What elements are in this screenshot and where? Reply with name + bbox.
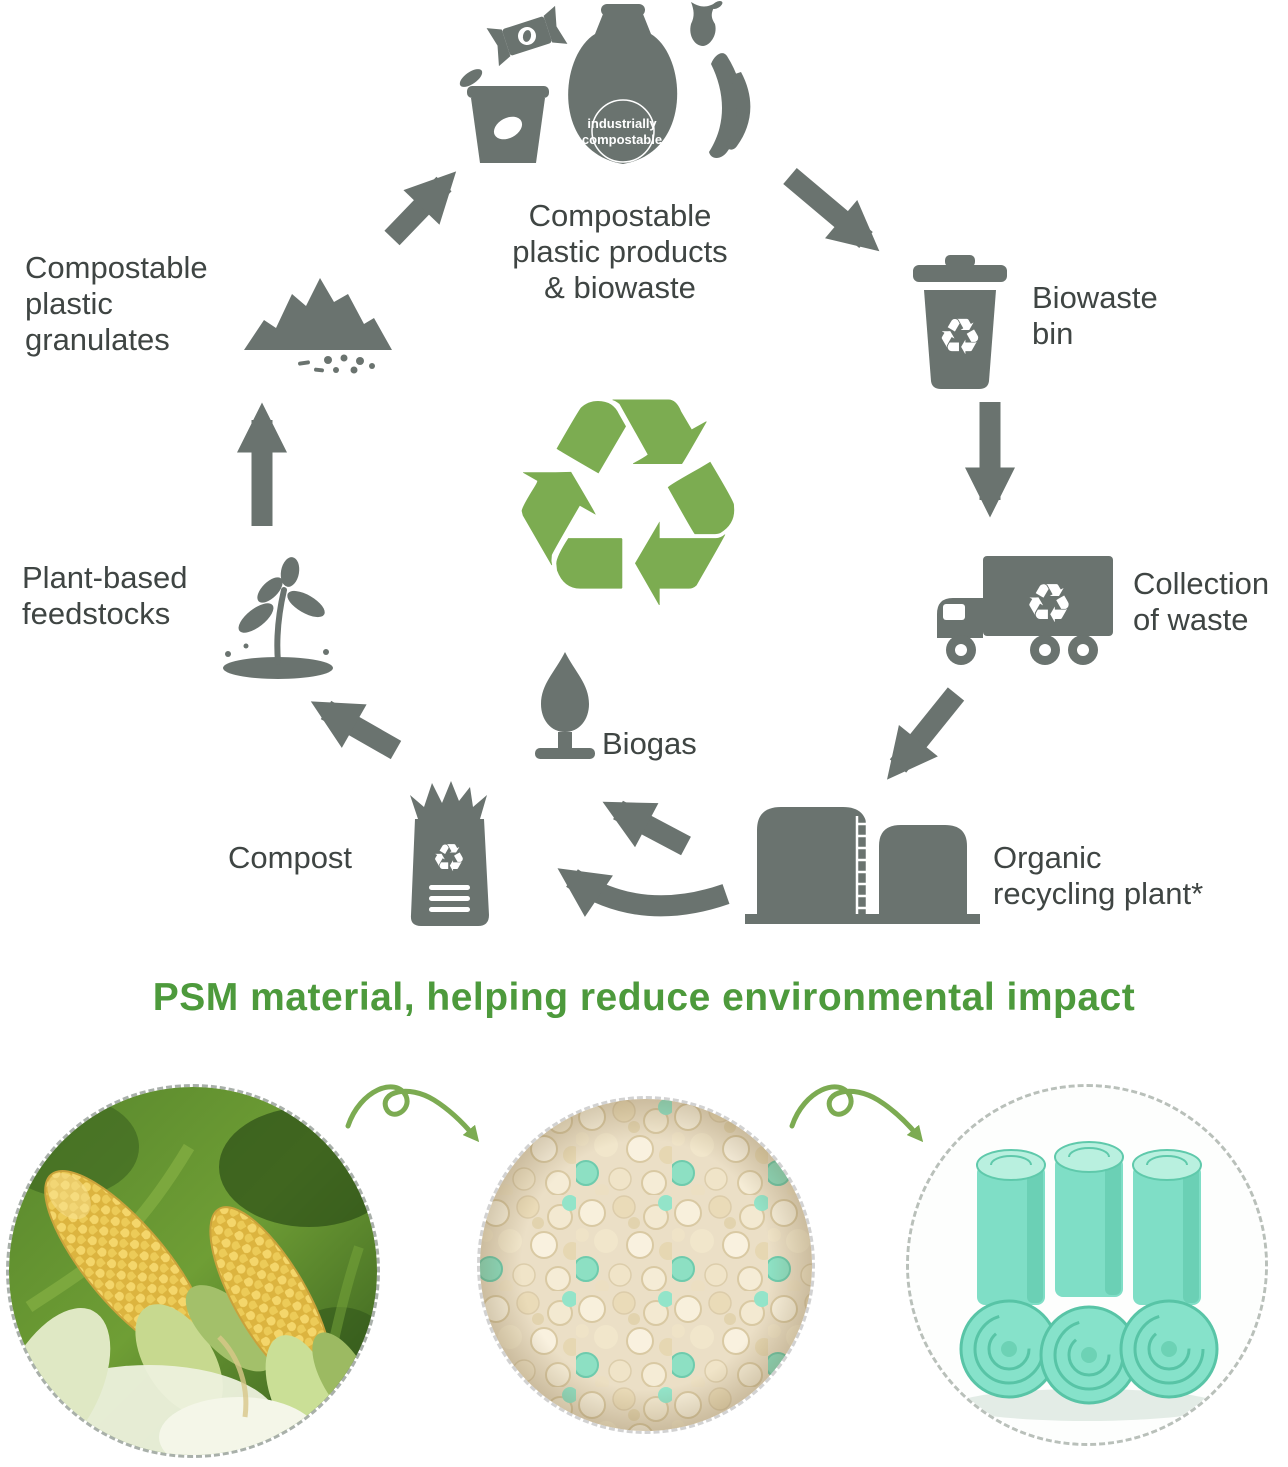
bin-recycle-glyph: ♻ — [938, 308, 983, 366]
compostable-cup-icon — [459, 69, 549, 163]
sack-recycle-glyph: ♻ — [432, 836, 466, 880]
banana-peel-icon — [709, 53, 751, 158]
arrow-granulates-to-products — [384, 171, 457, 246]
arrow-plant-to-compost — [557, 868, 730, 917]
products-label: Compostable plastic products & biowaste — [512, 198, 728, 305]
bag-rolls-photo — [906, 1084, 1268, 1446]
bag-roll-ends — [959, 1299, 1219, 1405]
bag-roll-cylinders — [976, 1141, 1202, 1305]
arrow-compost-to-feedstocks — [310, 700, 402, 760]
compostable-bag-icon — [568, 4, 678, 164]
biogas-label: Biogas — [602, 726, 697, 761]
bag-certification-text: industrially compostable — [581, 116, 663, 147]
granulate-pile-icon — [238, 258, 398, 378]
recycle-symbol-icon: ♻ — [497, 341, 759, 667]
seedling-icon — [218, 538, 338, 683]
compost-cycle-diagram: ♻ — [22, 0, 1270, 930]
compost-label: Compost — [228, 840, 353, 875]
biowaste-bin-label: Biowaste bin — [1032, 280, 1158, 351]
banner-title: PSM material, helping reduce environment… — [152, 976, 1136, 1019]
arrow-products-to-bin — [783, 167, 880, 252]
compost-sack-icon: ♻ — [402, 775, 497, 930]
granulates-label: Compostable plastic granulates — [25, 250, 208, 357]
collection-label: Collection of waste — [1133, 566, 1270, 637]
arrow-collection-to-plant — [887, 687, 965, 780]
process-loop-arrow-2 — [789, 1084, 924, 1143]
biowaste-bin-icon: ♻ — [905, 255, 1015, 390]
biogas-flame-icon — [525, 652, 605, 767]
organic-plant-label: Organic recycling plant* — [993, 840, 1204, 911]
candy-wrapper-icon — [486, 5, 568, 67]
recycling-plant-icon — [745, 792, 980, 927]
arrow-plant-to-biogas — [602, 800, 691, 856]
waste-truck-icon: ♻ — [933, 550, 1118, 675]
truck-recycle-glyph: ♻ — [1025, 572, 1073, 635]
process-loop-arrow-1 — [345, 1084, 480, 1143]
apple-core-icon — [690, 1, 723, 46]
corn-photo — [6, 1084, 380, 1458]
feedstocks-label: Plant-based feedstocks — [22, 560, 188, 631]
compostable-products-icons — [455, 0, 775, 175]
granulate-photo — [477, 1096, 815, 1434]
